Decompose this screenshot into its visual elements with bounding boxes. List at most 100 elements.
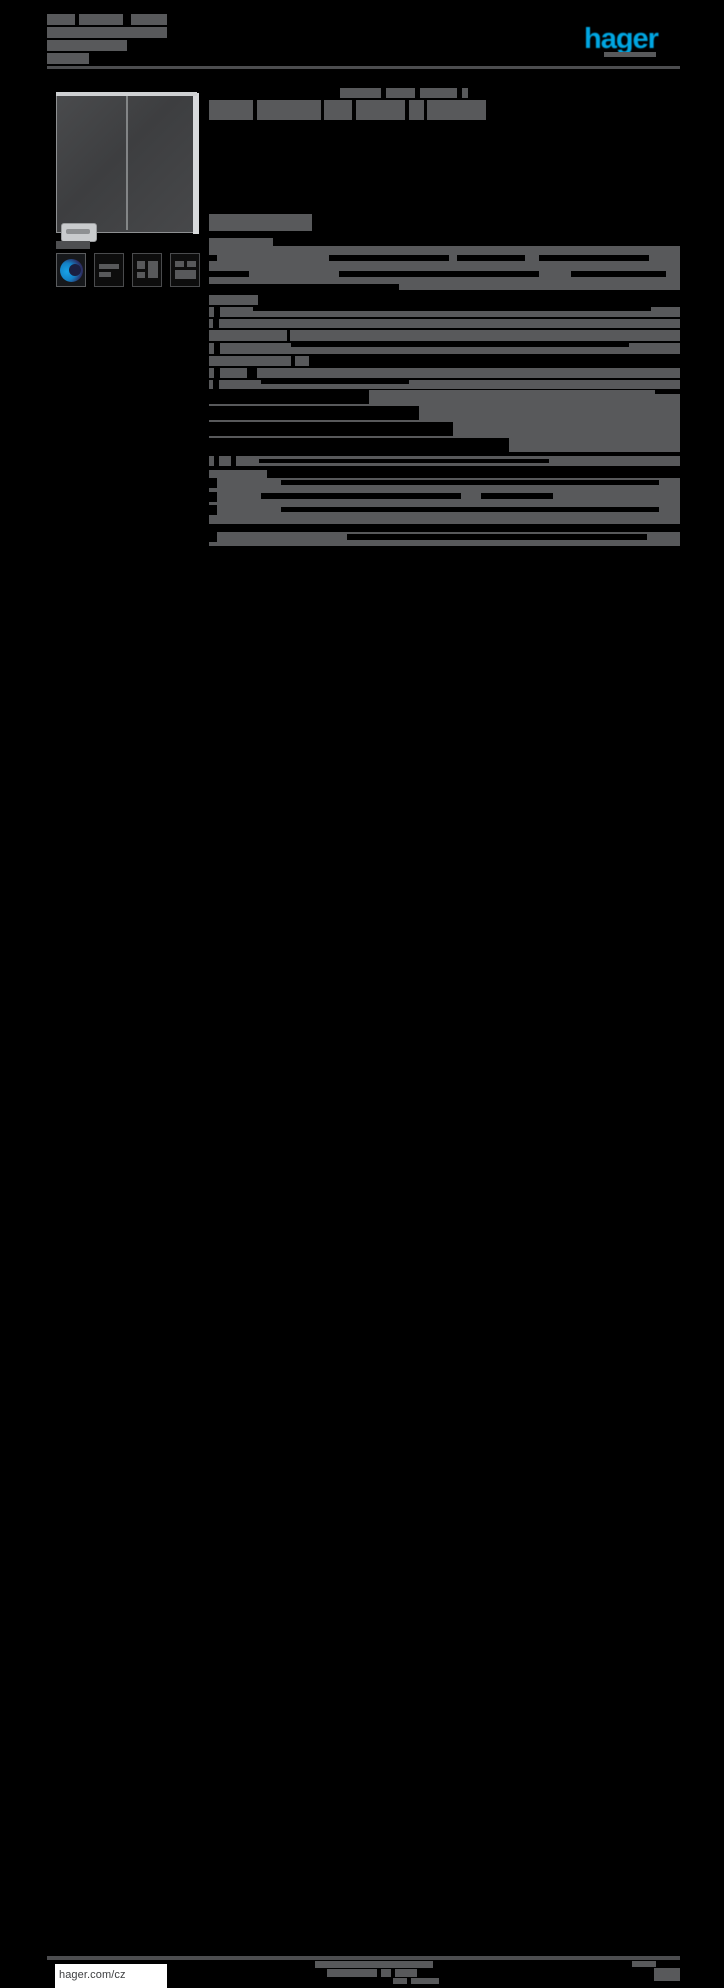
product-reference-redacted	[209, 214, 312, 231]
product-image-caption	[56, 241, 90, 249]
header-divider	[47, 66, 680, 69]
group-leader-1	[281, 480, 659, 485]
product-image-rocker-split	[125, 95, 128, 230]
footer-url[interactable]: hager.com/cz	[55, 1964, 167, 1988]
footer-center-line-1	[315, 1961, 433, 1968]
footer-page-number	[632, 1961, 680, 1981]
desc-gap-8	[209, 284, 399, 290]
footer-center-line-2b	[381, 1969, 391, 1977]
footer-center-line-2	[327, 1969, 377, 1977]
desc-gap-3	[457, 255, 525, 261]
spec-row-1-gap-b	[213, 319, 219, 328]
thumbnail-4-mark-c	[175, 270, 196, 279]
spec-row-1-gap-a	[214, 307, 220, 317]
product-detail-column	[209, 88, 680, 558]
spec-row-1-value	[209, 307, 680, 317]
footer-url-text: hager.com/cz	[59, 1969, 126, 1981]
page-header: hager	[0, 0, 724, 78]
spec-row-3-label	[209, 368, 680, 378]
spec-row-2-leader-gap	[291, 343, 629, 347]
footer-divider	[47, 1956, 680, 1960]
spec-row-3-gap-b	[247, 368, 257, 378]
desc-gap-4	[539, 255, 649, 261]
title-gap-2	[321, 100, 324, 120]
group-leader-2	[281, 507, 659, 512]
spec-block-stepped	[209, 390, 680, 452]
title-gap-1	[253, 100, 257, 120]
header-meta-line-1c	[131, 14, 167, 25]
title-kicker-c	[420, 88, 457, 98]
spec-row-3-gap-a	[214, 368, 220, 378]
blue-round-icon	[60, 259, 83, 282]
title-kicker-d	[462, 88, 468, 98]
spec-row-2-subvalue	[295, 356, 309, 366]
footer-center-line-3	[393, 1978, 407, 1984]
header-meta-line-3	[47, 40, 127, 51]
hager-logo-text: hager	[584, 23, 659, 55]
title-gap-4	[405, 100, 409, 120]
footer-page-line-2	[654, 1968, 680, 1981]
stepped-gap-3	[209, 422, 453, 436]
hager-logo: hager	[584, 23, 680, 57]
spec-row-3-value	[209, 380, 680, 389]
spec-row-2-gap-b	[214, 343, 220, 354]
footer-center-text	[315, 1961, 439, 1984]
stepped-gap-4	[209, 438, 509, 452]
thumbnail-2[interactable]	[94, 253, 124, 287]
spec-row-4	[209, 456, 680, 474]
thumbnail-4[interactable]	[170, 253, 200, 287]
desc-gap-5	[209, 271, 249, 277]
footer-page-line-1	[632, 1961, 656, 1967]
thumbnail-1[interactable]	[56, 253, 86, 287]
hager-logo-underline	[604, 52, 656, 57]
product-image-edge-top	[56, 92, 197, 96]
thumbnail-3-mark-b	[148, 261, 158, 278]
spec-block-group	[209, 478, 680, 524]
title-text-redacted	[209, 100, 486, 120]
thumbnail-2-mark-b	[99, 272, 111, 277]
stepped-gap-2	[209, 406, 419, 420]
spec-row-1	[209, 295, 680, 328]
spec-row-4-gap-b	[231, 456, 236, 466]
spec-row-2-label	[209, 330, 680, 341]
desc-gap-2	[329, 255, 449, 261]
spec-row-4-leader-gap	[259, 459, 549, 463]
product-image	[56, 92, 199, 242]
footer-center-line-3b	[411, 1978, 439, 1984]
spec-row-2-sublabel	[209, 356, 291, 366]
spec-row-4-gap-a	[214, 456, 219, 466]
spec-row-1-label	[209, 295, 258, 305]
page-title	[209, 88, 680, 122]
thumbnail-3[interactable]	[132, 253, 162, 287]
stepped-gap-5	[655, 390, 680, 394]
group-gap-4	[481, 493, 553, 499]
page-footer: hager.com/cz	[0, 975, 724, 1988]
thumbnail-4-mark-a	[175, 261, 184, 267]
desc-gap-7	[571, 271, 666, 277]
spec-row-3-gap-c	[213, 380, 219, 389]
product-image-edge-right	[193, 93, 199, 234]
group-heading-redacted	[209, 470, 267, 478]
spec-row-2-value	[209, 343, 680, 354]
description-block-redacted	[209, 246, 680, 290]
stepped-gap-1	[209, 390, 369, 404]
description-heading-redacted	[209, 238, 273, 247]
thumbnail-4-mark-b	[187, 261, 196, 267]
last-gap-2	[209, 546, 680, 558]
thumbnail-3-mark-c	[137, 272, 145, 278]
last-gap-1	[209, 532, 217, 542]
group-gap-5	[209, 505, 217, 515]
group-gap-2	[209, 492, 217, 502]
thumbnail-3-mark-a	[137, 261, 145, 269]
title-kicker-b	[386, 88, 415, 98]
desc-gap-6	[339, 271, 539, 277]
thumbnail-2-mark-a	[99, 264, 119, 269]
desc-gap-1	[209, 255, 217, 261]
title-gap-3	[352, 100, 356, 120]
spec-row-2	[209, 330, 680, 366]
last-leader	[347, 534, 647, 540]
header-meta-line-1	[47, 14, 75, 25]
title-kicker-a	[340, 88, 381, 98]
group-gap-1	[209, 478, 217, 488]
group-gap-3	[261, 493, 461, 499]
